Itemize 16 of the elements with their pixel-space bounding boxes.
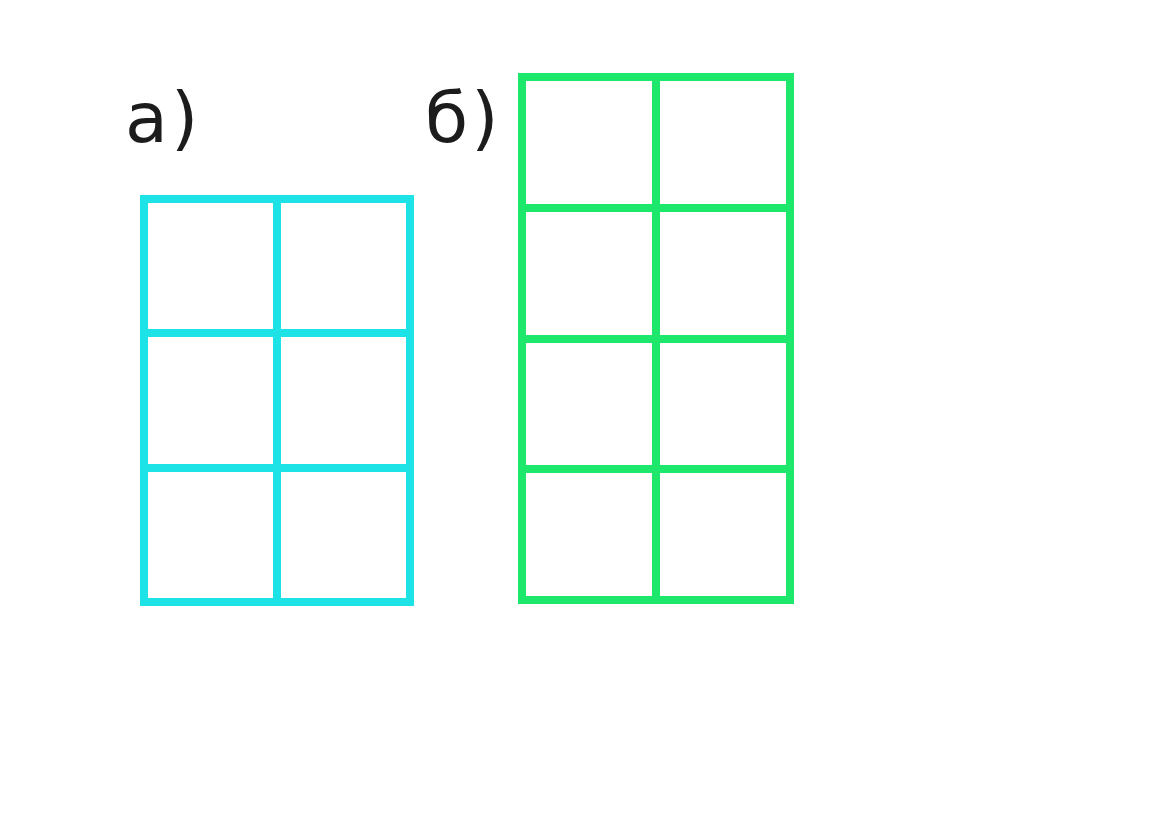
grid-cell — [148, 203, 273, 330]
grid-cell — [281, 337, 406, 464]
grid-cell — [660, 81, 786, 204]
grid-cell — [526, 211, 652, 335]
grid-cell — [660, 211, 786, 335]
grid-cell — [148, 337, 273, 464]
panel-label: а) — [125, 83, 202, 153]
grid-cell — [660, 473, 786, 596]
grid-cell — [526, 473, 652, 596]
grid-cell — [148, 471, 273, 598]
panel-label: б) — [425, 83, 502, 153]
grid-cell — [281, 203, 406, 330]
grid-cell — [526, 81, 652, 204]
grid-cell — [526, 342, 652, 466]
grid-cell — [281, 471, 406, 598]
grid-cell — [660, 342, 786, 466]
